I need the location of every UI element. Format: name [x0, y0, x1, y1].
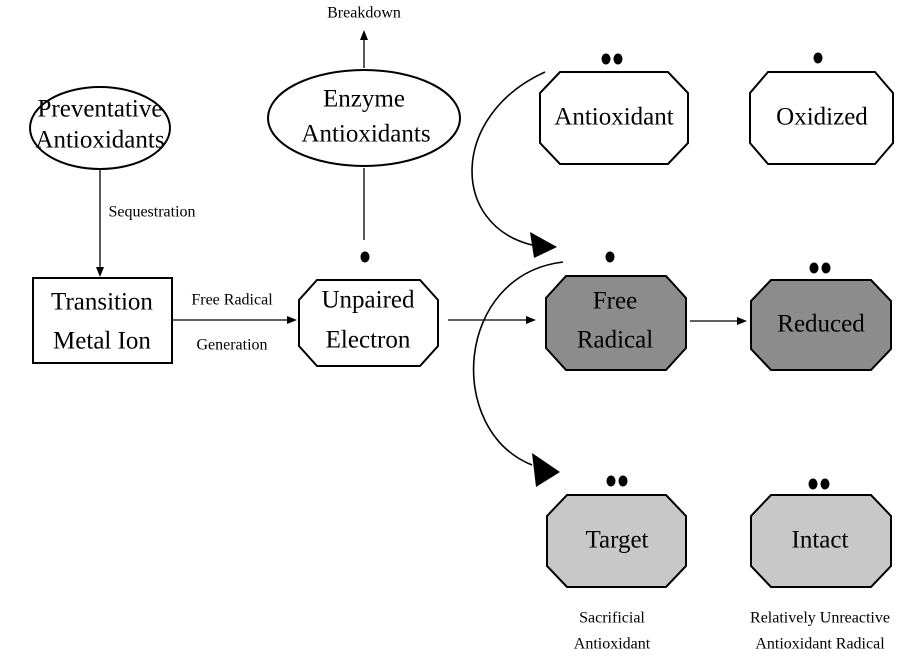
oxidized-electron-dot [813, 52, 823, 64]
breakdown-label: Breakdown [327, 5, 401, 22]
reduced-label: Reduced [777, 311, 865, 338]
oxidized-label: Oxidized [776, 104, 868, 131]
antioxidant-curve [471, 71, 546, 246]
connectors [96, 30, 747, 487]
freeradical-reduced-arrowhead [737, 317, 747, 325]
sacrificial-label-line1: Sacrificial [579, 610, 645, 627]
reduced-node [750, 279, 892, 371]
intact-electron-dot-2 [820, 478, 830, 490]
sacrificial-label-line2: Antioxidant [574, 636, 651, 653]
generation-label-line1: Free Radical [191, 292, 273, 309]
unreactive-label-line1: Relatively Unreactive [750, 610, 890, 627]
unpaired-line2: Electron [326, 327, 411, 354]
antioxidant-label: Antioxidant [554, 104, 673, 131]
preventative-antioxidants-node [29, 86, 171, 170]
generation-label-line2: Generation [196, 337, 267, 354]
antioxidant-electron-dot-2 [613, 53, 623, 65]
target-label: Target [585, 527, 648, 554]
antioxidant-curve-arrowhead [530, 232, 557, 258]
free-radical-line2: Radical [577, 327, 653, 354]
target-curve [472, 261, 564, 466]
sequestration-arrowhead [96, 267, 104, 277]
target-node [546, 494, 687, 588]
antioxidant-electron-dot-1 [601, 53, 611, 65]
oxidized-node [749, 71, 894, 165]
unpaired-electron-node [298, 279, 439, 367]
unpaired-freeradical-arrowhead [526, 316, 536, 324]
unpaired-line1: Unpaired [321, 287, 415, 314]
unpaired-electron-dot [360, 251, 370, 263]
transition-metal-ion-node [32, 277, 173, 364]
antioxidant-node [539, 71, 689, 165]
intact-label: Intact [792, 527, 849, 554]
reduced-electron-dot-1 [809, 262, 819, 274]
free-radical-node [545, 275, 687, 371]
free-radical-line1: Free [593, 288, 637, 315]
reduced-electron-dot-2 [821, 262, 831, 274]
enzyme-line2: Antioxidants [301, 121, 430, 148]
unreactive-label-line2: Antioxidant Radical [755, 636, 885, 653]
transition-line1: Transition [51, 289, 153, 316]
electron-dots [360, 52, 831, 490]
free-radical-electron-dot [605, 251, 615, 263]
breakdown-arrowhead [360, 30, 368, 40]
transition-line2: Metal Ion [53, 328, 151, 355]
intact-electron-dot-1 [808, 478, 818, 490]
sequestration-label: Sequestration [108, 204, 195, 221]
intact-node [750, 494, 892, 588]
enzyme-line1: Enzyme [323, 86, 405, 113]
target-electron-dot-2 [618, 475, 628, 487]
enzyme-antioxidants-node [267, 69, 461, 167]
preventative-line2: Antioxidants [35, 127, 164, 154]
target-curve-arrowhead [532, 453, 560, 487]
preventative-line1: Preventative [38, 96, 163, 123]
target-electron-dot-1 [606, 475, 616, 487]
generation-arrowhead [287, 316, 297, 324]
